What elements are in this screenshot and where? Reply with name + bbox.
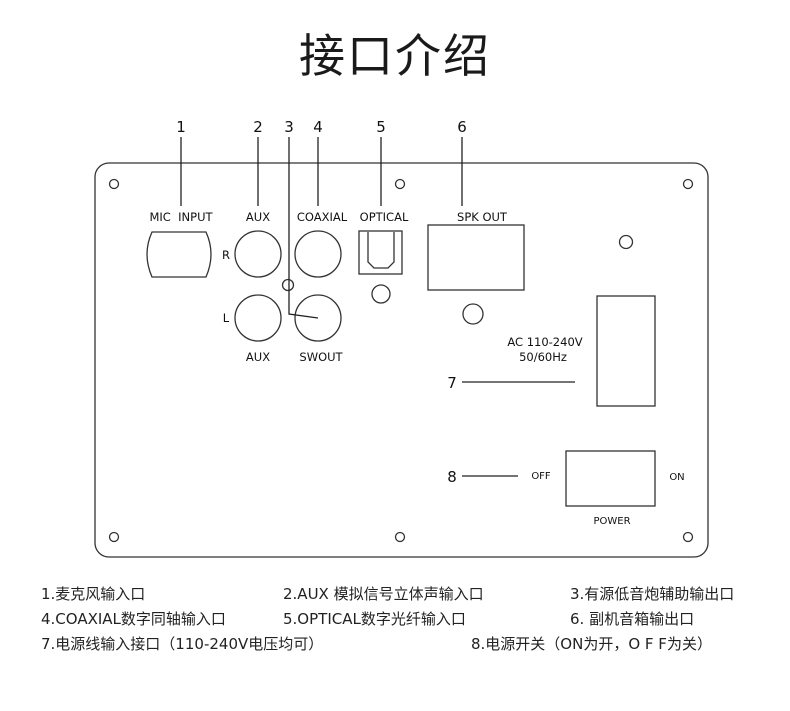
swout-jack <box>294 294 342 342</box>
label-ac-line2: 50/60Hz <box>519 350 567 364</box>
label-l: L <box>223 311 230 325</box>
label-coaxial: COAXIAL <box>297 210 348 224</box>
spk-out-screw <box>462 303 484 325</box>
legend-item-1: 1.麦克风输入口 <box>41 585 146 603</box>
legend-item-2: 2.AUX 模拟信号立体声输入口 <box>283 585 484 603</box>
aux-l-jack <box>234 294 282 342</box>
optical-port-inner <box>367 232 395 269</box>
optical-port <box>358 230 403 275</box>
spk-out-port <box>427 224 525 291</box>
legend-item-7: 7.电源线输入接口（110-240V电压均可） <box>41 635 324 653</box>
screw-hole <box>682 178 694 190</box>
legend-item-8: 8.电源开关（ON为开，O F F为关） <box>471 635 712 653</box>
screw-hole <box>108 531 120 543</box>
label-r: R <box>222 248 230 262</box>
screw-hole <box>394 531 406 543</box>
aux-r-jack <box>234 230 282 278</box>
power-switch <box>565 450 656 507</box>
screw-hole <box>618 234 634 250</box>
label-optical: OPTICAL <box>360 210 409 224</box>
optical-button <box>371 284 391 304</box>
label-aux-top: AUX <box>246 210 270 224</box>
callout-number-7: 7 <box>447 374 457 392</box>
label-aux-bottom: AUX <box>246 350 270 364</box>
callout-number-5: 5 <box>376 118 386 136</box>
callout-number-6: 6 <box>457 118 467 136</box>
screw-hole <box>682 531 694 543</box>
mic-input-jack <box>146 231 212 278</box>
callout-number-3: 3 <box>284 118 294 136</box>
page-title: 接口介绍 <box>299 29 491 83</box>
label-ac-line1: AC 110-240V <box>507 335 582 349</box>
coaxial-jack <box>294 230 342 278</box>
callout-number-8: 8 <box>447 468 457 486</box>
label-off: OFF <box>531 471 551 482</box>
callout-number-1: 1 <box>176 118 186 136</box>
panel-outline <box>94 162 709 558</box>
callout-number-4: 4 <box>313 118 323 136</box>
leader-line-3 <box>288 137 319 319</box>
ac-inlet <box>596 295 656 407</box>
callout-number-2: 2 <box>253 118 263 136</box>
label-spk-out: SPK OUT <box>457 210 508 224</box>
legend-item-6: 6. 副机音箱输出口 <box>570 610 695 628</box>
screw-hole <box>394 178 406 190</box>
legend-item-3: 3.有源低音炮辅助输出口 <box>570 585 735 603</box>
legend-item-5: 5.OPTICAL数字光纤输入口 <box>283 610 466 628</box>
label-mic-input: MIC INPUT <box>149 210 213 224</box>
legend-item-4: 4.COAXIAL数字同轴输入口 <box>41 610 226 628</box>
label-power: POWER <box>593 516 630 527</box>
label-on: ON <box>669 472 684 483</box>
screw-hole <box>108 178 120 190</box>
led-indicator <box>281 278 295 292</box>
label-swout: SWOUT <box>299 350 343 364</box>
